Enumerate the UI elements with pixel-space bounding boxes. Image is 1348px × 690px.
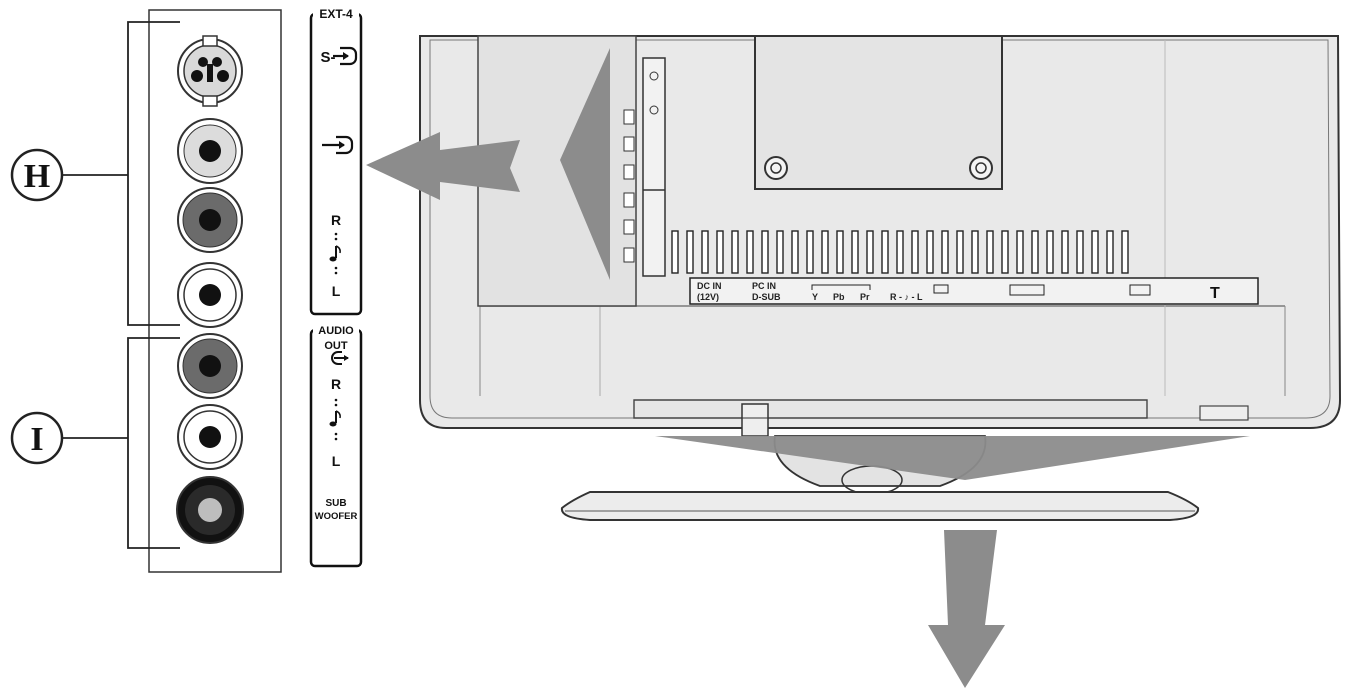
audio-out-label-panel: AUDIO OUT R L SUB WOOFER xyxy=(309,323,363,568)
ext4-audio-r-label: R xyxy=(331,212,341,228)
subwoofer-label-2: WOOFER xyxy=(315,511,358,522)
svideo-label: S- xyxy=(321,49,336,66)
audio-out-title-2: OUT xyxy=(324,340,348,352)
output-icon xyxy=(330,351,349,365)
component-audio-label: R - ♪ - L xyxy=(890,292,923,302)
ext4-audio-l-jack xyxy=(177,262,243,328)
callout-h-label: H xyxy=(24,158,50,195)
audio-out-l-jack xyxy=(177,404,243,470)
bracket-i xyxy=(62,337,180,549)
subwoofer-jack xyxy=(176,476,244,544)
audio-note-icon xyxy=(329,232,341,275)
audio-out-l-label: L xyxy=(332,453,341,469)
dsub-label: D-SUB xyxy=(752,292,781,302)
callout-i: I xyxy=(10,411,64,465)
svideo-jack xyxy=(177,35,243,107)
audio-out-r-jack xyxy=(177,333,243,399)
bracket-h xyxy=(62,21,180,326)
subwoofer-label-1: SUB xyxy=(325,498,346,509)
callout-h: H xyxy=(10,148,64,202)
ext4-audio-l-label: L xyxy=(332,283,341,299)
jack-column xyxy=(148,9,282,573)
antenna-t-label: T xyxy=(1210,285,1220,302)
audio-out-r-label: R xyxy=(331,376,341,392)
pr-label: Pr xyxy=(860,292,870,302)
vent-grille xyxy=(671,230,1129,274)
arrow-to-ext4-icon xyxy=(366,48,610,280)
audio-out-title-1: AUDIO xyxy=(318,325,354,337)
callout-i-label: I xyxy=(30,421,43,458)
pc-in-label: PC IN xyxy=(752,281,776,291)
dc-in-label: DC IN xyxy=(697,281,722,291)
audio-out-note-icon xyxy=(329,398,341,441)
video-jack xyxy=(177,118,243,184)
video-input-icon xyxy=(322,135,354,155)
ext4-label-panel: EXT-4 S- R L xyxy=(309,6,363,316)
arrow-downward-icon xyxy=(655,436,1250,688)
input-icon xyxy=(333,46,358,66)
y-label: Y xyxy=(812,292,818,302)
ext4-title: EXT-4 xyxy=(319,7,353,21)
dc-volt-label: (12V) xyxy=(697,292,719,302)
ext4-audio-r-jack xyxy=(177,187,243,253)
tv-rear-view: DC IN (12V) PC IN D-SUB Y Pb Pr R - ♪ - … xyxy=(419,35,1342,437)
pb-label: Pb xyxy=(833,292,845,302)
